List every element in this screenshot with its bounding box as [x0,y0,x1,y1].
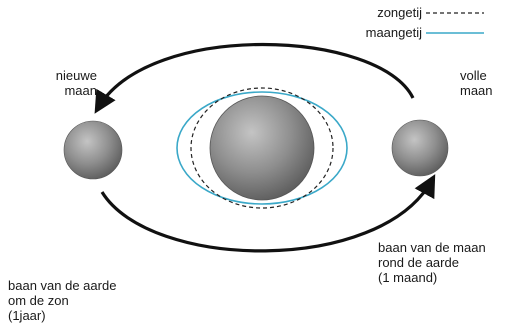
label-full-moon: volle maan [460,68,520,98]
label-new-moon: nieuwe maan [37,68,97,98]
label-earth-orbit: baan van de aarde om de zon (1jaar) [8,278,168,323]
new-moon [64,121,122,179]
earth [210,96,314,200]
legend-label-moon-tide: maangetij [366,25,422,40]
label-moon-orbit: baan van de maan rond de aarde (1 maand) [378,240,518,285]
legend-label-sun-tide: zongetij [377,5,422,20]
full-moon [392,120,448,176]
